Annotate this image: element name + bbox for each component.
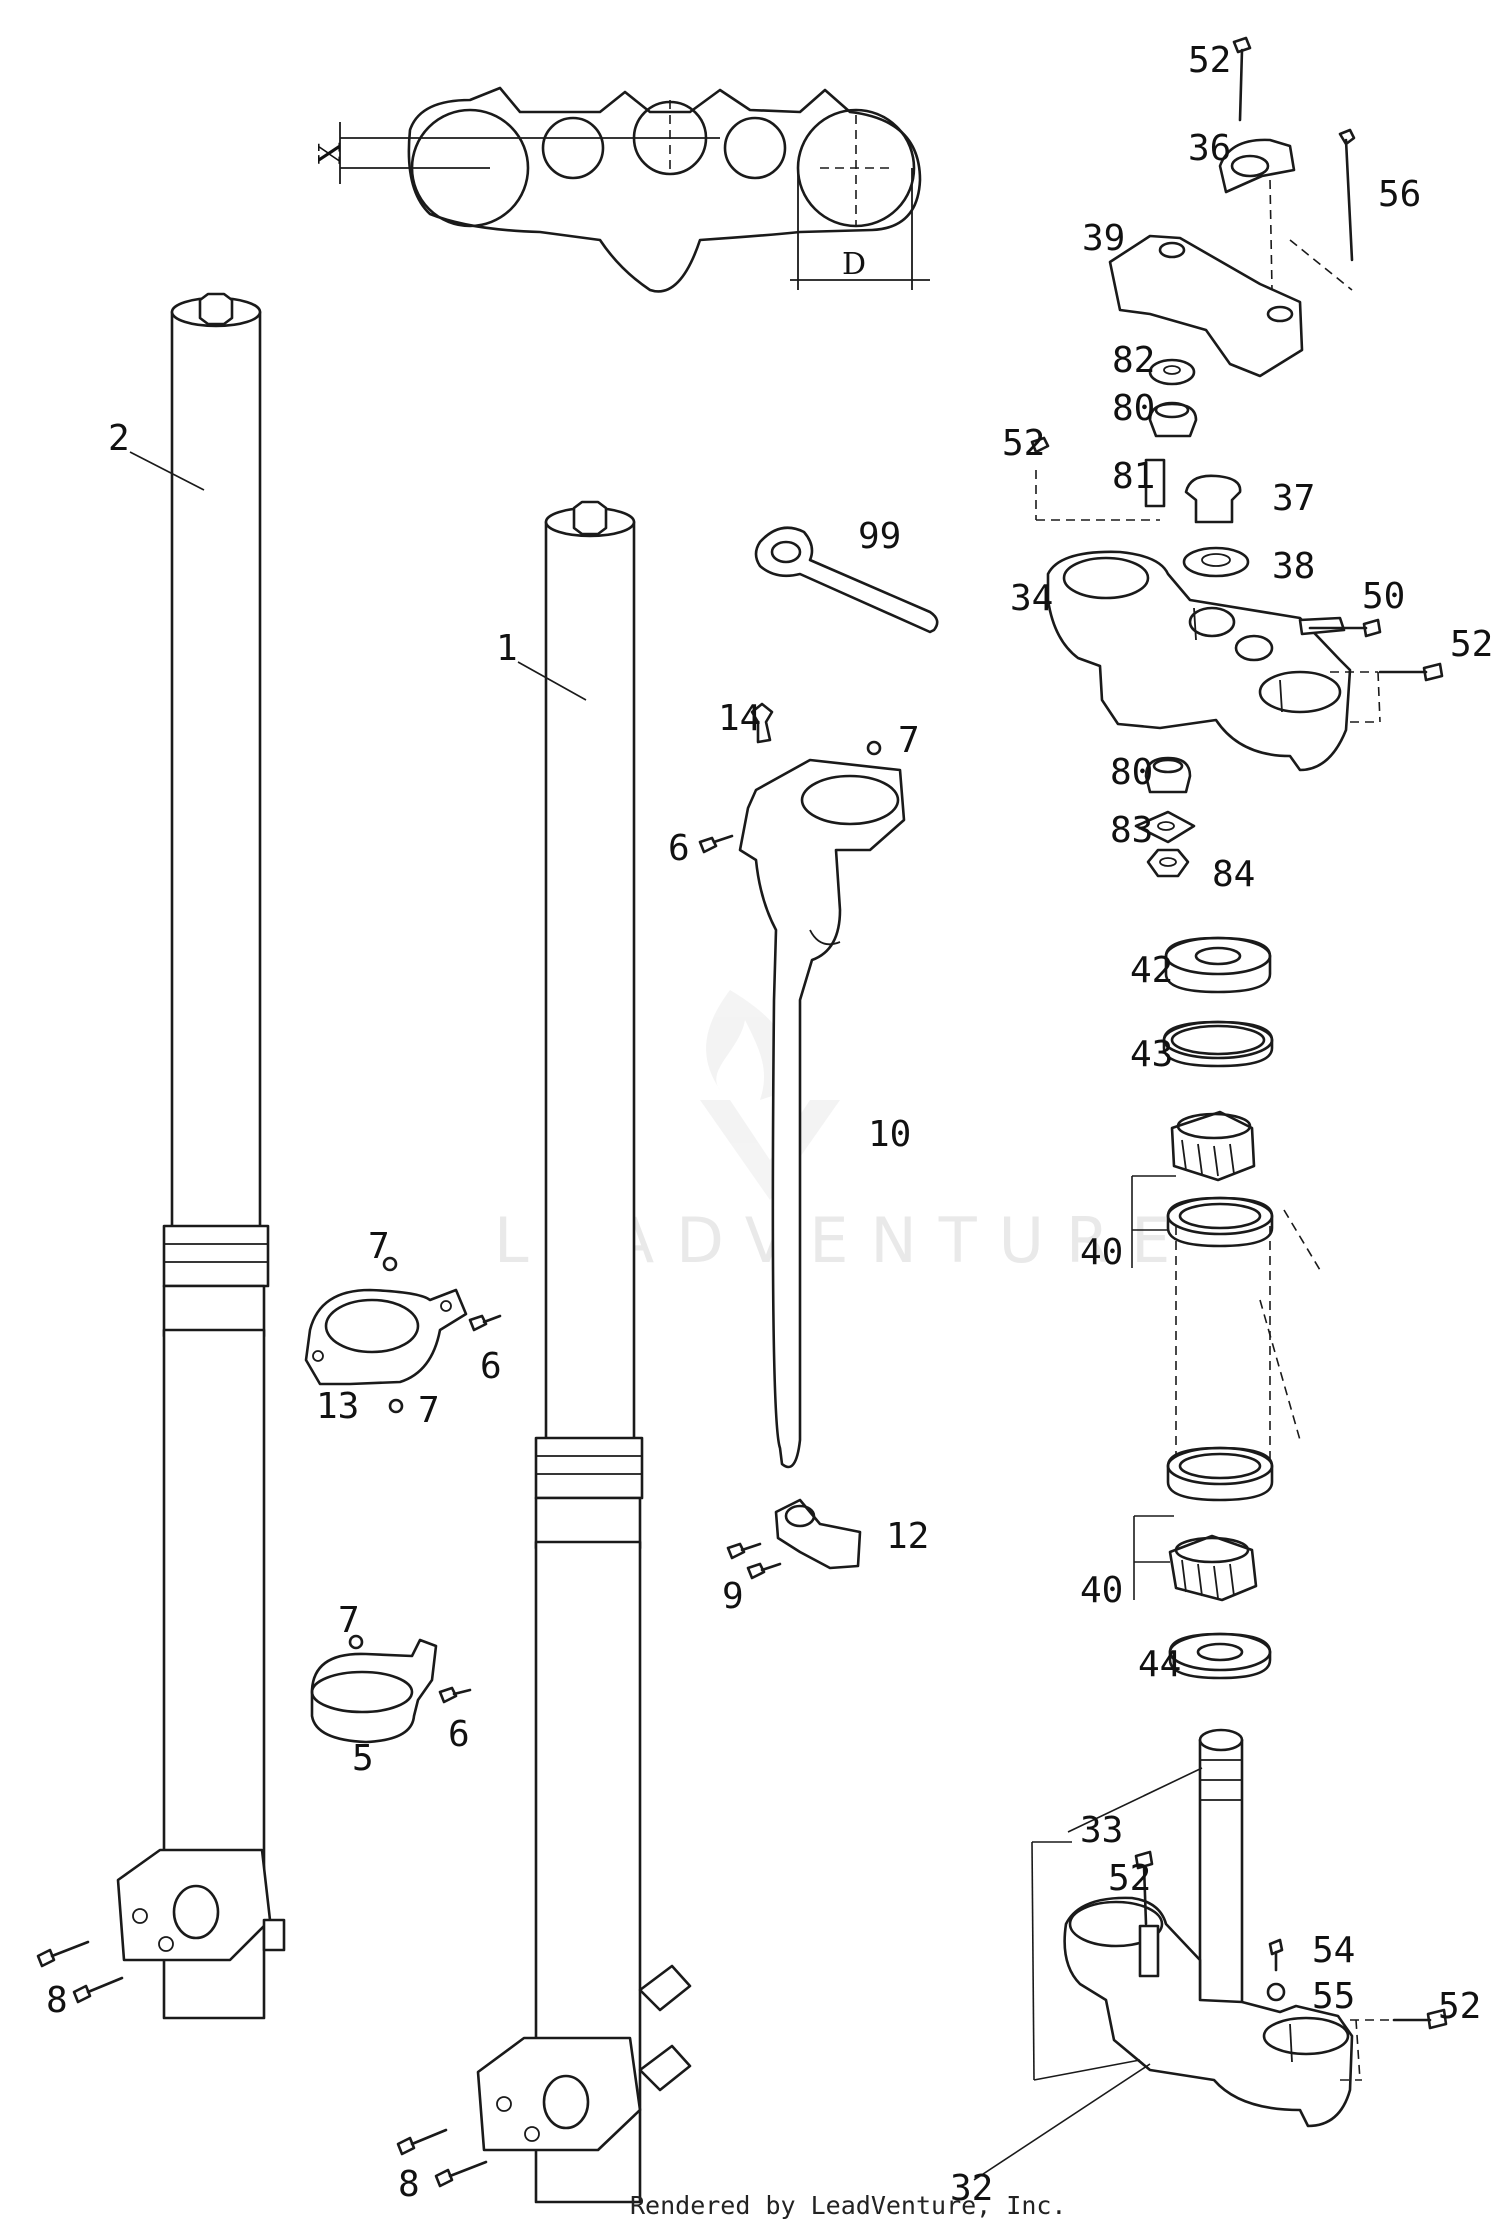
- part-callout-38: 38: [1272, 546, 1315, 587]
- fork-clamp-5: [310, 1634, 472, 1744]
- part-callout-43: 43: [1130, 1034, 1173, 1075]
- part-callout-5: 5: [352, 1738, 374, 1779]
- part-callout-52: 52: [1450, 624, 1493, 665]
- steering-stem-small-parts: [1030, 358, 1250, 578]
- part-callout-1: 1: [496, 628, 518, 669]
- part-callout-36: 36: [1188, 128, 1231, 169]
- part-callout-40: 40: [1080, 1570, 1123, 1611]
- part-callout-37: 37: [1272, 478, 1315, 519]
- part-callout-34: 34: [1010, 578, 1053, 619]
- part-callout-40: 40: [1080, 1232, 1123, 1273]
- part-callout-10: 10: [868, 1114, 911, 1155]
- dimension-d-label: D: [842, 247, 866, 282]
- watermark-logo: [700, 990, 840, 1200]
- part-callout-6: 6: [448, 1714, 470, 1755]
- fork-leg-right: [476, 500, 692, 2204]
- part-callout-55: 55: [1312, 1976, 1355, 2017]
- part-callout-82: 82: [1112, 340, 1155, 381]
- part-callout-33: 33: [1080, 1810, 1123, 1851]
- triple-clamp-dimension-sketch: X D: [313, 86, 930, 293]
- part-callout-14: 14: [718, 698, 761, 739]
- brake-hose-bracket-12: [726, 1498, 862, 1580]
- part-callout-42: 42: [1130, 950, 1173, 991]
- part-callout-12: 12: [886, 1516, 929, 1557]
- part-callout-7: 7: [898, 720, 920, 761]
- part-callout-8: 8: [46, 1980, 68, 2021]
- part-callout-80: 80: [1110, 752, 1153, 793]
- stem-nut-stack: [1134, 756, 1196, 878]
- part-callout-39: 39: [1082, 218, 1125, 259]
- part-callout-54: 54: [1312, 1930, 1355, 1971]
- part-callout-32: 32: [950, 2168, 993, 2209]
- part-callout-8: 8: [398, 2164, 420, 2205]
- fork-clamp-13: [304, 1256, 502, 1414]
- fork-leg-left: [116, 292, 286, 2020]
- steering-bearings: [1131, 936, 1321, 1680]
- lower-triple-clamp-32: [973, 1728, 1448, 2181]
- part-callout-7: 7: [338, 1600, 360, 1641]
- fork-guard-10: [698, 702, 906, 1469]
- part-callout-52: 52: [1002, 423, 1045, 464]
- part-callout-81: 81: [1112, 456, 1155, 497]
- spanner-wrench-99: [754, 526, 939, 634]
- handlebar-clamp-assembly: [1108, 36, 1356, 378]
- part-callout-83: 83: [1110, 810, 1153, 851]
- rendered-by-credit: Rendered by LeadVenture, Inc.: [630, 2191, 1067, 2220]
- part-callout-52: 52: [1188, 40, 1231, 81]
- part-callout-7: 7: [368, 1226, 390, 1267]
- part-callout-56: 56: [1378, 174, 1421, 215]
- part-callout-6: 6: [668, 828, 690, 869]
- upper-triple-clamp-34: [1046, 550, 1444, 772]
- part-callout-52: 52: [1438, 1986, 1481, 2027]
- part-callout-13: 13: [316, 1386, 359, 1427]
- part-callout-9: 9: [722, 1576, 744, 1617]
- dimension-x-label: X: [313, 142, 348, 164]
- axle-clamp-bolts: [36, 1940, 488, 2188]
- part-callout-52: 52: [1108, 1858, 1151, 1899]
- part-callout-6: 6: [480, 1346, 502, 1387]
- part-callout-99: 99: [858, 516, 901, 557]
- part-callout-80: 80: [1112, 388, 1155, 429]
- part-callout-44: 44: [1138, 1644, 1181, 1685]
- part-callout-84: 84: [1212, 854, 1255, 895]
- part-callout-2: 2: [108, 418, 130, 459]
- part-callout-50: 50: [1362, 576, 1405, 617]
- part-callout-7: 7: [418, 1390, 440, 1431]
